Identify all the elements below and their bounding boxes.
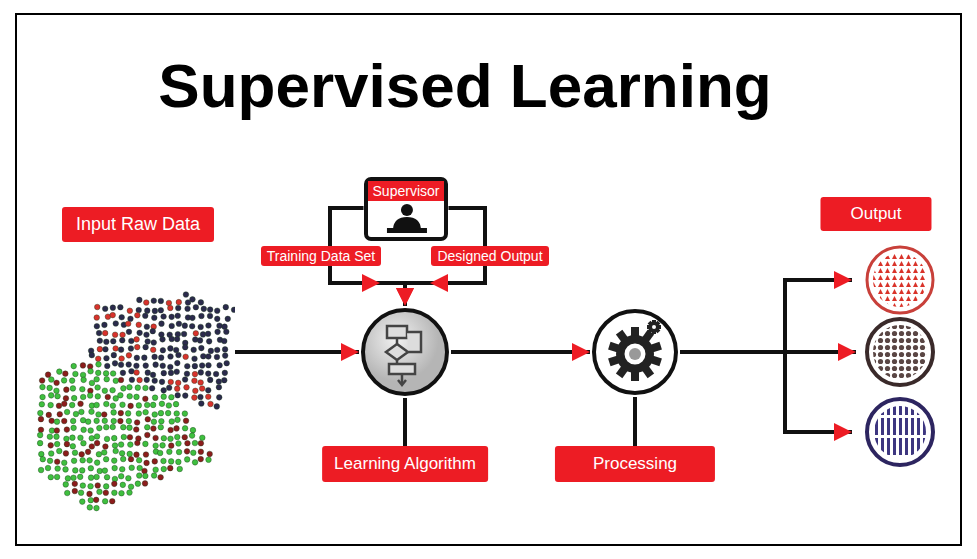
connector — [235, 350, 359, 354]
node-label: Output — [820, 197, 931, 231]
leader-line — [403, 398, 407, 446]
connector — [451, 350, 590, 354]
edge-label: Training Data Set — [261, 246, 381, 266]
node-label: Learning Algorithm — [322, 446, 488, 482]
arrow-head — [362, 274, 380, 292]
input-data: Input Raw Data — [30, 207, 235, 517]
person-icon — [368, 201, 445, 237]
node-label: Input Raw Data — [62, 207, 214, 242]
node-label: Processing — [555, 446, 715, 482]
title: Supervised Learning — [0, 50, 930, 121]
edge-label: Designed Output — [431, 246, 548, 266]
supervisor-box: Supervisor — [364, 177, 449, 241]
arrow-head — [430, 274, 448, 292]
fork-branch — [785, 352, 852, 432]
processing-circle: Processing — [590, 307, 680, 397]
leader-line — [633, 397, 637, 446]
connector — [680, 350, 856, 354]
algorithm-circle: Learning Algorithm — [359, 306, 451, 398]
raw-data-cluster — [30, 207, 235, 517]
fork-branch — [785, 280, 852, 352]
output-group: Output — [856, 197, 944, 472]
node-label: Supervisor — [368, 181, 445, 201]
